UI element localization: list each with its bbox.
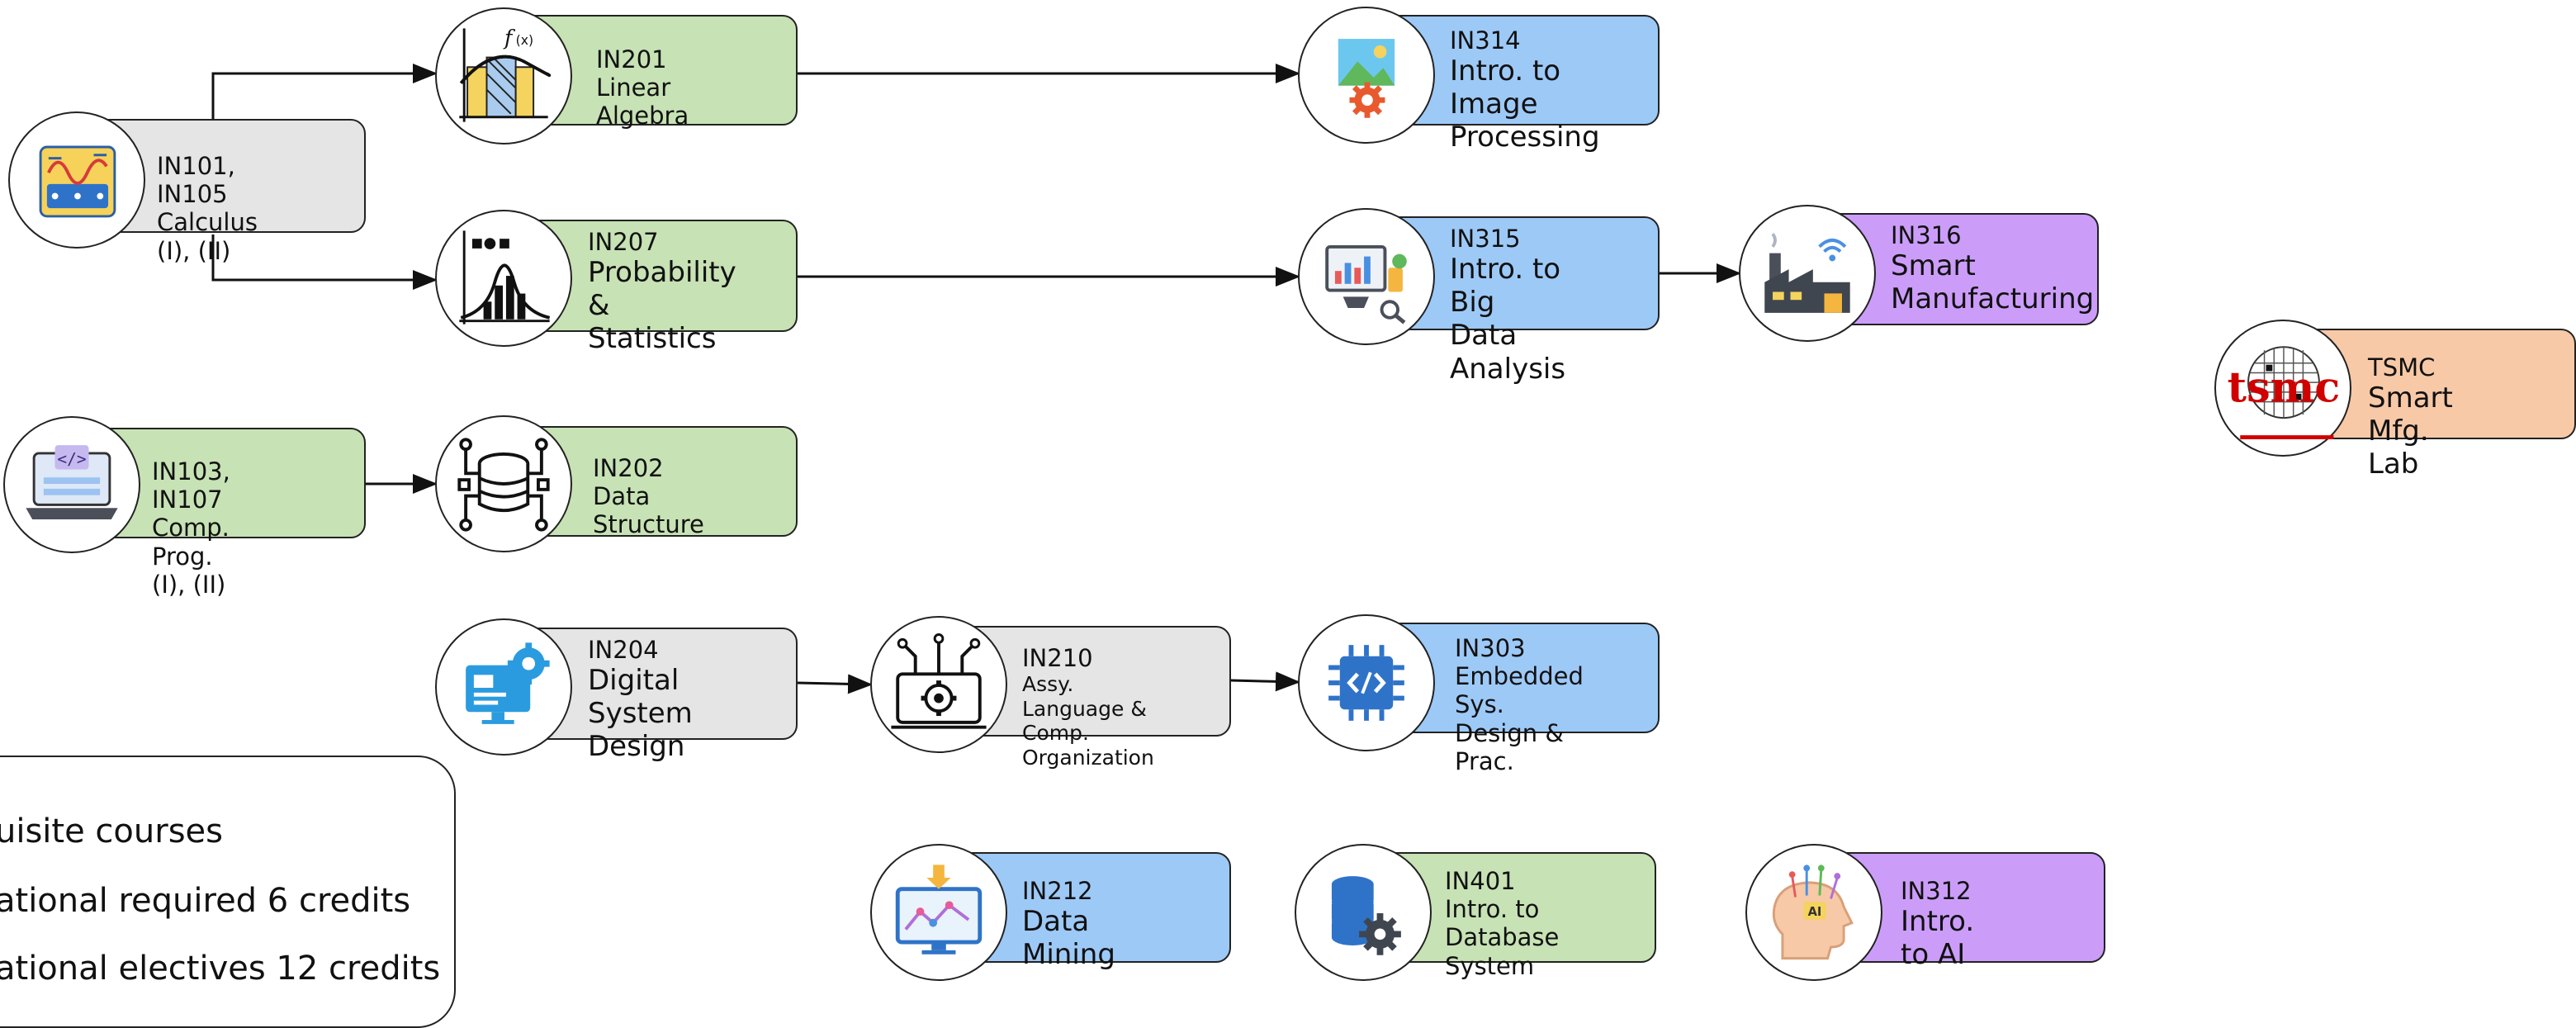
tsmc-logo-text: tsmc	[2228, 362, 2341, 412]
course-title: Intro. to AI	[1901, 905, 1975, 972]
course-title-line-2: Design & Prac.	[1455, 718, 1564, 775]
database-network-icon	[435, 415, 572, 552]
course-code: IN207	[588, 228, 659, 256]
legend-elective-credits: ational electives 12 credits	[0, 950, 441, 988]
database-gear-icon	[1295, 844, 1432, 981]
course-code: IN316	[1891, 221, 1962, 249]
course-code: IN204	[588, 636, 659, 664]
course-code: IN314	[1450, 26, 1521, 54]
course-title: Linear Algebra	[596, 73, 689, 130]
course-label: IN207 Probability & Statistics	[588, 228, 736, 356]
course-title-line-1: Assy. Language &	[1022, 672, 1147, 721]
tsmc-logo-icon: tsmc	[2214, 320, 2351, 457]
edge-asm-emb	[1230, 671, 1300, 692]
course-title-line-1: Intro. to Image	[1450, 54, 1561, 121]
bell-curve-icon	[435, 210, 572, 347]
legend-box	[0, 756, 456, 1028]
course-label: IN210 Assy. Language & Comp. Organizatio…	[1022, 644, 1154, 770]
laptop-code-icon: </>	[3, 416, 140, 553]
course-label: IN316 Smart Manufacturing	[1891, 221, 2094, 315]
image-gear-icon	[1298, 7, 1435, 144]
course-title-line-1: Intro. to Database	[1445, 895, 1560, 952]
course-title-line-1: Smart	[1891, 249, 1976, 283]
course-code: IN103, IN107	[152, 457, 230, 514]
course-title-line-1: Digital System	[588, 664, 693, 731]
analytics-dashboard-icon	[1298, 208, 1435, 345]
course-code: IN315	[1450, 225, 1521, 253]
svg-text:(x): (x)	[516, 33, 533, 48]
chip-code-icon	[1298, 614, 1435, 751]
legend-prerequisite-courses: uisite courses	[0, 812, 223, 850]
partner-code: TSMC	[2368, 353, 2436, 381]
svg-text:</>: </>	[57, 450, 86, 469]
circuit-gear-icon	[870, 616, 1007, 753]
course-title-line-1: Probability &	[588, 256, 736, 323]
course-label: IN314 Intro. to Image Processing	[1450, 26, 1600, 154]
prerequisite-arrows	[211, 64, 1741, 694]
course-code: IN212	[1022, 877, 1093, 905]
function-graph-icon: f (x)	[435, 7, 572, 144]
smart-factory-icon	[1739, 205, 1876, 342]
svg-text:AI: AI	[1808, 905, 1822, 919]
course-label: IN202 Data Structure	[593, 454, 704, 539]
course-title: Data Mining	[1022, 905, 1115, 972]
calculus-icon	[8, 111, 145, 249]
course-title-line-2: Comp. Organization	[1022, 721, 1154, 770]
course-title: Comp. Prog. (I), (II)	[152, 514, 230, 599]
course-code: IN303	[1455, 634, 1526, 662]
course-label: IN303 Embedded Sys. Design & Prac.	[1455, 634, 1584, 775]
legend-required-credits: ational required 6 credits	[0, 882, 411, 920]
course-label: IN312 Intro. to AI	[1901, 877, 1974, 971]
course-label: IN101, IN105 Calculus (I), (II)	[157, 152, 258, 265]
course-label: IN204 Digital System Design	[588, 636, 693, 764]
course-title-line-2: Manufacturing	[1891, 282, 2095, 316]
edge-calc-prob	[211, 234, 438, 290]
edge-dsd-asm	[797, 674, 873, 694]
course-title-line-1: Embedded Sys.	[1455, 662, 1584, 719]
svg-text:f: f	[503, 25, 516, 50]
data-mining-icon	[870, 844, 1007, 981]
course-code: IN210	[1022, 644, 1093, 672]
course-code: IN101, IN105	[157, 152, 235, 209]
partner-title: Smart Mfg. Lab	[2368, 381, 2453, 481]
partner-label: TSMC Smart Mfg. Lab	[2368, 353, 2453, 481]
course-title-line-2: System	[1445, 951, 1535, 980]
course-title-line-2: Statistics	[588, 322, 717, 356]
monitor-gear-icon	[435, 618, 572, 756]
course-label: IN212 Data Mining	[1022, 877, 1115, 971]
course-code: IN201	[596, 45, 667, 73]
course-title-line-1: Intro. to Big	[1450, 253, 1561, 320]
course-title: Data Structure	[593, 482, 704, 539]
edge-calc-lin	[211, 64, 438, 119]
course-title-line-2: Data Analysis	[1450, 319, 1566, 386]
course-label: IN103, IN107 Comp. Prog. (I), (II)	[152, 457, 230, 599]
course-label: IN315 Intro. to Big Data Analysis	[1450, 225, 1565, 386]
ai-head-icon: AI	[1745, 844, 1882, 981]
course-code: IN401	[1445, 867, 1516, 895]
course-label: IN401 Intro. to Database System	[1445, 867, 1559, 980]
course-label: IN201 Linear Algebra	[596, 45, 689, 130]
course-title: Calculus (I), (II)	[157, 208, 258, 265]
course-title-line-2: Processing	[1450, 121, 1600, 154]
course-title-line-2: Design	[588, 730, 685, 764]
course-code: IN312	[1901, 877, 1972, 905]
course-code: IN202	[593, 454, 664, 482]
